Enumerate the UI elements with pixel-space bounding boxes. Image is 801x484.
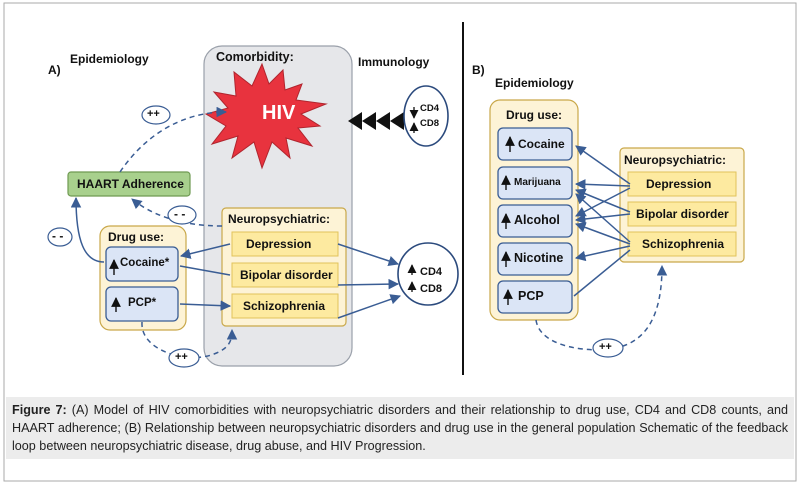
disorder-box: [627, 171, 737, 197]
cd4-label: CD4: [420, 266, 443, 278]
drug-box: [105, 246, 179, 282]
drug-label: Marijuana: [514, 177, 561, 188]
drug-label: Cocaine: [518, 137, 565, 151]
figure-border: [3, 2, 797, 482]
haart-label: HAART Adherence: [77, 177, 184, 191]
drug-box: [497, 204, 573, 238]
cd4-label: CD4: [420, 103, 440, 114]
disorder-box: [231, 293, 339, 319]
drug-box: [497, 127, 573, 161]
plus-label: ++: [147, 108, 160, 120]
caption-label: Figure 7:: [12, 403, 67, 417]
disorder-box: [231, 262, 339, 288]
caption-text: (A) Model of HIV comorbidities with neur…: [12, 403, 789, 453]
drug-label: Alcohol: [514, 213, 560, 227]
plus-label: ++: [599, 341, 612, 353]
epidemiology-label-a: Epidemiology: [70, 52, 149, 66]
disorder-label: Bipolar disorder: [240, 268, 333, 282]
arrow-up-icons-b: [501, 136, 515, 305]
disorder-label: Bipolar disorder: [636, 207, 729, 221]
panel-b-label: B): [472, 63, 485, 77]
positive-feedback-oval: [592, 338, 624, 358]
panel-a-label: A): [48, 63, 61, 77]
minus-label: - -: [174, 207, 186, 221]
immunology-label: Immunology: [358, 55, 430, 69]
drug-label: PCP: [518, 289, 544, 303]
hiv-starburst: [204, 62, 328, 170]
drug-label: Nicotine: [514, 251, 564, 265]
drug-use-title-a: Drug use:: [108, 230, 165, 244]
disorder-label: Depression: [246, 237, 312, 251]
disorder-box: [627, 201, 737, 227]
connector-lines-a: [70, 196, 401, 319]
epidemiology-label-b: Epidemiology: [495, 76, 574, 90]
cd8-label: CD8: [420, 283, 443, 295]
haart-box: [67, 171, 191, 197]
drug-label: PCP*: [128, 297, 157, 309]
cd8-label: CD8: [420, 118, 440, 129]
drug-label: Cocaine*: [120, 257, 170, 269]
negative-feedback-oval: [167, 205, 197, 225]
neuro-title-b: Neuropsychiatric:: [624, 153, 727, 167]
drug-box: [497, 242, 573, 276]
positive-feedback-oval: [141, 105, 171, 125]
comorbidity-title: Comorbidity:: [216, 50, 294, 64]
drug-box: [105, 286, 179, 322]
connector-lines-b: [573, 145, 631, 297]
figure-caption: Figure 7: (A) Model of HIV comorbidities…: [6, 397, 794, 459]
drug-box: [497, 280, 573, 314]
triangle-arrows: [348, 112, 404, 130]
immune-circle-top: [403, 85, 449, 147]
drug-box: [497, 166, 573, 200]
drug-use-title-b: Drug use:: [506, 108, 563, 122]
positive-feedback-oval: [168, 348, 200, 368]
disorder-label: Schizophrenia: [243, 299, 326, 313]
disorder-box: [627, 231, 737, 257]
neuro-title-a: Neuropsychiatric:: [228, 212, 331, 226]
disorder-label: Depression: [646, 177, 712, 191]
disorder-label: Schizophrenia: [642, 237, 725, 251]
plus-label: ++: [175, 351, 188, 363]
dashed-feedback-a: [119, 106, 238, 359]
minus-label: - -: [52, 229, 64, 243]
negative-feedback-oval: [47, 227, 73, 247]
hiv-label: HIV: [262, 102, 296, 124]
